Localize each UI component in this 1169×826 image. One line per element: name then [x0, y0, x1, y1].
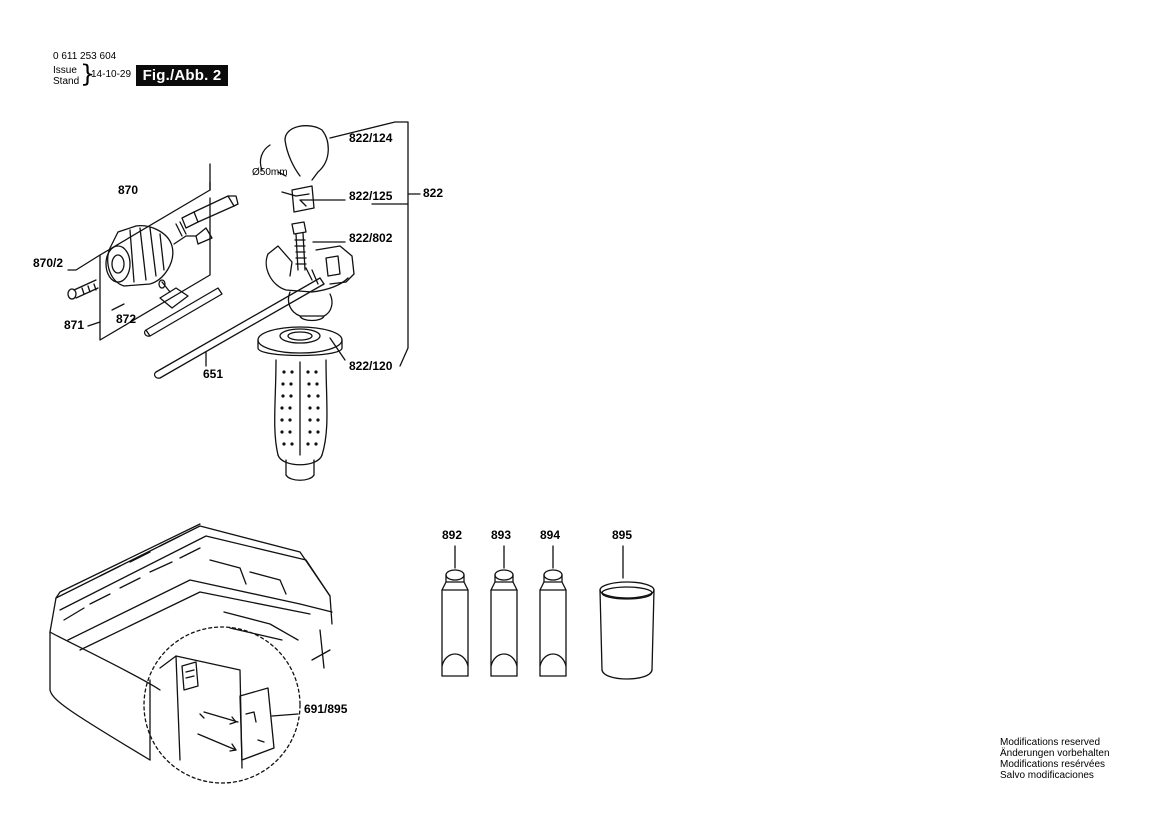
label-870-2: 870/2: [33, 256, 64, 270]
label-822: 822: [423, 186, 444, 200]
group-870-bracket: [67, 163, 211, 341]
chuck-screw: [67, 279, 99, 300]
brace-glyph: }: [80, 60, 96, 88]
strap-clamp: [259, 125, 329, 213]
modifications-es: Salvo modificaciones: [1000, 770, 1094, 781]
handle-clamp-base: [265, 245, 355, 322]
label-893: 893: [491, 528, 512, 542]
grease-tube-892: [441, 545, 469, 677]
label-822-120: 822/120: [349, 359, 393, 373]
label-894: 894: [540, 528, 561, 542]
modifications-note: Modifications reserved Änderungen vorbeh…: [1000, 737, 1110, 781]
grease-can-895: [599, 545, 655, 680]
label-895: 895: [612, 528, 633, 542]
part-number: 0 611 253 604: [53, 51, 117, 62]
stand-label: Stand: [53, 76, 80, 87]
drill-chuck: [105, 225, 213, 287]
label-leaders: [277, 171, 287, 177]
label-691-895: 691/895: [304, 702, 348, 716]
modifications-de: Änderungen vorbehalten: [1000, 748, 1110, 759]
carrying-case: [49, 523, 333, 761]
chuck-key: [143, 279, 223, 337]
issue-date: 14-10-29: [91, 69, 132, 80]
issue-label: Issue: [53, 65, 77, 76]
depth-rod: [153, 277, 325, 379]
label-872: 872: [116, 312, 137, 326]
case-detail-circle: [143, 626, 301, 784]
wing-bolt: [291, 221, 307, 271]
label-822-124: 822/124: [349, 131, 393, 145]
label-871: 871: [64, 318, 85, 332]
label-822-125: 822/125: [349, 189, 393, 203]
label-870: 870: [118, 183, 139, 197]
figure-title: Fig./Abb. 2: [136, 65, 228, 86]
modifications-fr: Modifications resérvées: [1000, 759, 1106, 770]
label-892: 892: [442, 528, 463, 542]
sds-adapter: [175, 195, 239, 237]
grease-tube-894: [539, 545, 567, 677]
label-822-802: 822/802: [349, 231, 393, 245]
modifications-en: Modifications reserved: [1000, 737, 1101, 748]
label-651: 651: [203, 367, 224, 381]
side-handle: [257, 326, 343, 481]
grip-dots: [280, 370, 320, 446]
grease-tube-893: [490, 545, 518, 677]
group-822-bracket: [300, 121, 421, 367]
label-diameter: Ø50mm: [252, 167, 288, 178]
